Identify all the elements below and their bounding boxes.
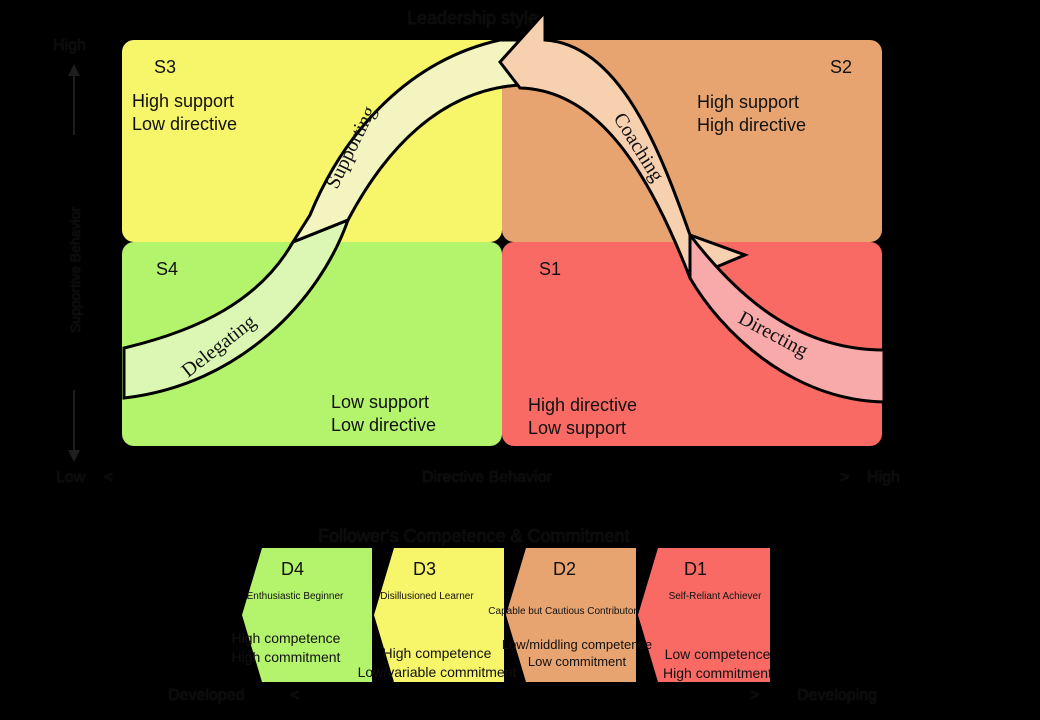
developing-arrow: >: [750, 687, 760, 704]
developing-label: Developing: [797, 687, 878, 704]
quadrant-s4-text: Low support Low directive: [331, 392, 437, 435]
quadrant-s4-label: S4: [156, 259, 179, 279]
follower-title: Follower's Competence & Commitment: [318, 526, 630, 546]
x-axis-high-arrow: >: [840, 469, 850, 486]
quadrant-s2-text: High support High directive: [697, 92, 807, 135]
delegating-arrow: [122, 217, 351, 400]
stage-d4-shape: [242, 548, 372, 682]
stage-d4-code: D4: [281, 559, 305, 579]
stage-d1-code: D1: [684, 559, 708, 579]
stage-d2-code: D2: [553, 559, 577, 579]
x-axis-label: Directive Behavior: [422, 469, 552, 486]
quadrant-s3-label: S3: [154, 57, 177, 77]
developed-label: Developed: [168, 687, 245, 704]
stage-d3-code: D3: [413, 559, 437, 579]
y-axis-low-label: Low: [56, 469, 86, 486]
stage-d1-shape: [638, 548, 770, 682]
quadrant-s1-text: High directive Low support: [528, 395, 638, 438]
stage-d1-name: Self-Reliant Achiever: [668, 591, 762, 602]
developed-arrow: <: [290, 687, 300, 704]
directing-arrow: [688, 230, 886, 404]
stage-d2-name: Capable but Cautious Contributor: [488, 606, 637, 617]
stage-d4-desc: High competence High commitment: [231, 630, 341, 665]
quadrant-s3-text: High support Low directive: [132, 91, 238, 134]
stage-d4-name: Enthusiastic Beginner: [246, 591, 344, 602]
quadrant-s2-label: S2: [830, 57, 853, 77]
quadrant-s1-label: S1: [539, 259, 562, 279]
stage-d3-name: Disillusioned Learner: [380, 591, 474, 602]
y-axis-high-label: High: [53, 37, 86, 54]
supporting-arrow: [289, 38, 532, 246]
stage-d2-desc: Low/middling competence Low commitment: [501, 637, 653, 669]
x-axis-high-label: High: [867, 469, 900, 486]
page-title: Leadership styles: [407, 8, 548, 28]
stage-d3-shape: [374, 548, 504, 682]
coaching-arrow: [498, 8, 750, 280]
stage-d3-desc: High competence Low/variable commitment: [357, 645, 517, 680]
stage-d2-shape: [506, 548, 636, 682]
stage-d1-desc: Low competence High commitment: [663, 646, 772, 681]
x-axis-low-arrow: <: [104, 469, 114, 486]
